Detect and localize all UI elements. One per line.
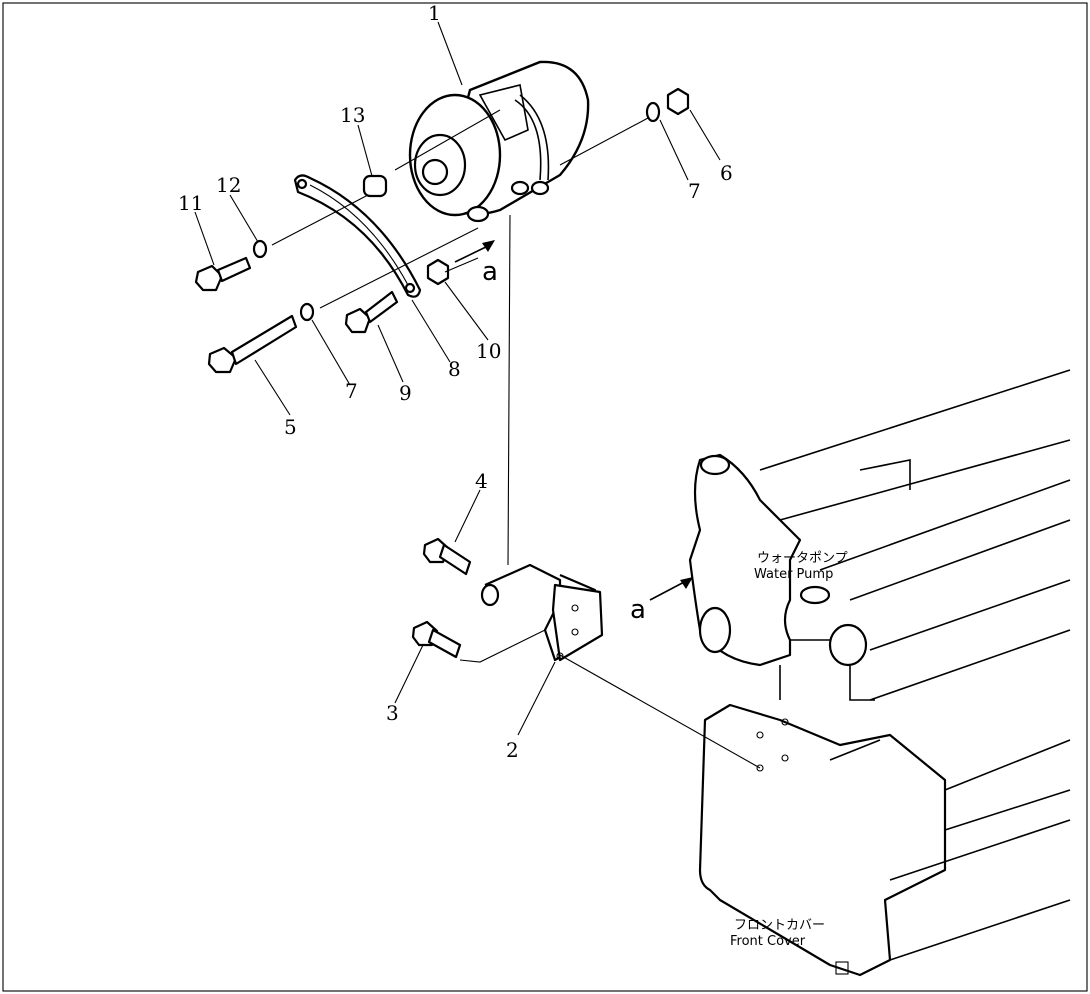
water-pump <box>688 453 875 701</box>
bolt-9 <box>344 290 399 334</box>
callout-bracket: 2 <box>506 738 519 762</box>
callout-plate-8: 8 <box>448 357 461 381</box>
mounting-bracket <box>480 563 604 662</box>
view-mark-a-lower: a <box>630 595 646 625</box>
front-cover <box>698 703 1071 977</box>
front-cover-label-jp: フロントカバー <box>734 918 825 933</box>
bolt-4 <box>422 537 472 576</box>
leader-lines <box>194 21 721 736</box>
callout-nut-6: 6 <box>720 161 733 185</box>
callout-bolt-9: 9 <box>399 381 412 405</box>
view-mark-a-upper: a <box>482 257 498 287</box>
callout-washer-7-upper: 7 <box>688 179 701 203</box>
callout-bolt-11: 11 <box>178 191 203 215</box>
spacer <box>362 174 388 198</box>
bolt-5 <box>207 314 298 374</box>
assembly-lines <box>271 109 761 769</box>
callout-washer-7-lower: 7 <box>345 379 358 403</box>
view-arrow-lower <box>649 577 693 601</box>
washer-7-upper <box>645 101 661 123</box>
bolt-3 <box>411 620 462 659</box>
water-pump-label-en: Water Pump <box>754 567 833 582</box>
callout-nut-10: 10 <box>476 339 501 363</box>
callout-bolt-5: 5 <box>284 415 297 439</box>
engine-block <box>759 369 1071 701</box>
callout-alternator: 1 <box>428 1 441 25</box>
washer-7-lower <box>299 302 315 322</box>
callout-washer-12: 12 <box>216 173 241 197</box>
water-pump-label-jp: ウォータポンプ <box>757 551 848 566</box>
adjusting-plate <box>293 174 422 298</box>
bolt-11 <box>194 256 252 292</box>
view-arrow-upper <box>454 240 495 263</box>
alternator <box>408 60 590 223</box>
callout-bolt-4: 4 <box>475 469 488 493</box>
callout-spacer-13: 13 <box>340 103 365 127</box>
front-cover-label-en: Front Cover <box>730 934 806 949</box>
nut-6 <box>666 87 690 116</box>
washer-12 <box>252 239 268 259</box>
nut-10 <box>426 258 450 286</box>
callout-bolt-3: 3 <box>386 701 399 725</box>
